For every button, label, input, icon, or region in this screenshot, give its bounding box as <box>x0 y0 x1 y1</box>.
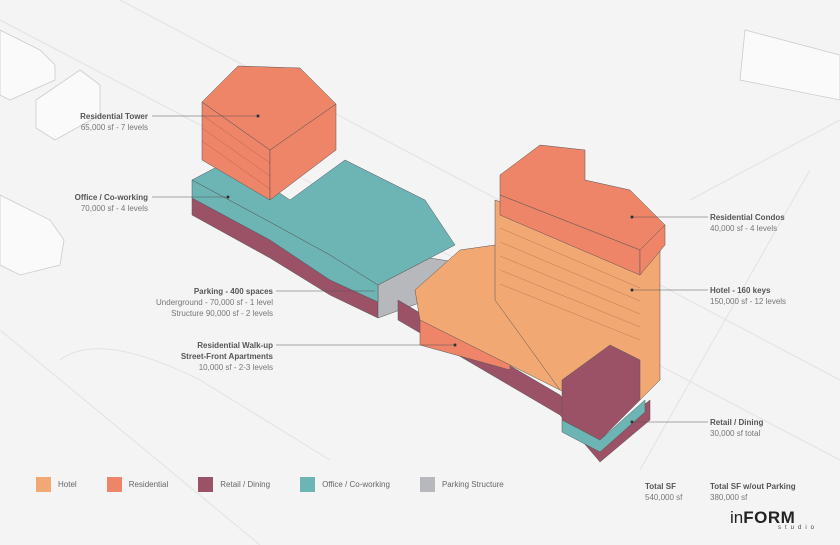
logo-text: in <box>730 508 744 527</box>
callout-title: Residential Walk-up <box>197 341 273 350</box>
callout-detail: 150,000 sf - 12 levels <box>710 297 787 306</box>
office-corner-band <box>561 399 646 453</box>
callout-detail: Underground - 70,000 sf - 1 level <box>156 298 273 307</box>
callout-detail: 40,000 sf - 4 levels <box>710 224 778 233</box>
legend-label: Retail / Dining <box>220 480 271 489</box>
total-sf-net-value: 380,000 sf <box>710 493 748 502</box>
legend-item-retail: Retail / Dining <box>198 477 270 492</box>
total-sf-label: Total SF <box>645 482 676 491</box>
callout-title: Office / Co-working <box>74 193 148 202</box>
callout-detail: 70,000 sf - 4 levels <box>80 204 148 213</box>
callout-title: Hotel - 160 keys <box>710 286 771 295</box>
legend-label: Hotel <box>58 480 77 489</box>
callout-detail: 10,000 sf - 2-3 levels <box>198 363 273 372</box>
legend-swatch <box>36 477 51 492</box>
callout-walkup: Residential Walk-up Street-Front Apartme… <box>120 340 273 373</box>
legend-item-office: Office / Co-working <box>300 477 390 492</box>
left-building <box>191 65 456 319</box>
logo-subtext: studio <box>778 525 819 531</box>
callout-title: Residential Condos <box>710 213 785 222</box>
residential-tower-top <box>201 65 337 151</box>
legend-swatch <box>300 477 316 492</box>
callout-title: Residential Tower <box>80 112 148 121</box>
right-building <box>397 144 666 463</box>
condos-side <box>639 224 666 276</box>
legend-swatch <box>198 477 214 492</box>
total-sf-net: Total SF w/out Parking 380,000 sf <box>710 481 796 503</box>
legend-item-parking: Parking Structure <box>419 477 504 492</box>
legend-label: Parking Structure <box>441 480 504 489</box>
callout-detail: 30,000 sf total <box>710 429 761 438</box>
callout-title: Retail / Dining <box>710 418 764 427</box>
callout-title: Street-Front Apartments <box>180 352 273 361</box>
callout-residential-tower: Residential Tower 65,000 sf - 7 levels <box>40 111 148 133</box>
callout-condos: Residential Condos 40,000 sf - 4 levels <box>710 212 785 234</box>
legend-label: Office / Co-working <box>322 480 390 489</box>
context-buildings <box>0 29 840 276</box>
logo-text-bold: FORM <box>743 508 796 527</box>
floor-lines <box>201 114 641 341</box>
callout-hotel: Hotel - 160 keys 150,000 sf - 12 levels <box>710 285 786 307</box>
callout-parking: Parking - 400 spaces Underground - 70,00… <box>120 286 273 319</box>
legend: Hotel Residential Retail / Dining Office… <box>36 477 534 492</box>
legend-swatch <box>106 477 122 492</box>
leader-lines <box>152 114 708 424</box>
total-sf-value: 540,000 sf <box>645 493 683 502</box>
total-sf: Total SF 540,000 sf <box>645 481 682 503</box>
legend-label: Residential <box>128 480 169 489</box>
legend-item-hotel: Hotel <box>36 477 77 492</box>
legend-item-residential: Residential <box>106 477 169 492</box>
callout-detail: 65,000 sf - 7 levels <box>80 123 148 132</box>
legend-swatch <box>419 477 435 492</box>
inform-studio-logo: inFORM <box>730 508 795 528</box>
callout-retail: Retail / Dining 30,000 sf total <box>710 417 763 439</box>
total-sf-net-label: Total SF w/out Parking <box>710 482 796 491</box>
callout-title: Parking - 400 spaces <box>193 287 273 296</box>
callout-office: Office / Co-working 70,000 sf - 4 levels <box>40 192 148 214</box>
callout-detail: Structure 90,000 sf - 2 levels <box>171 309 273 318</box>
